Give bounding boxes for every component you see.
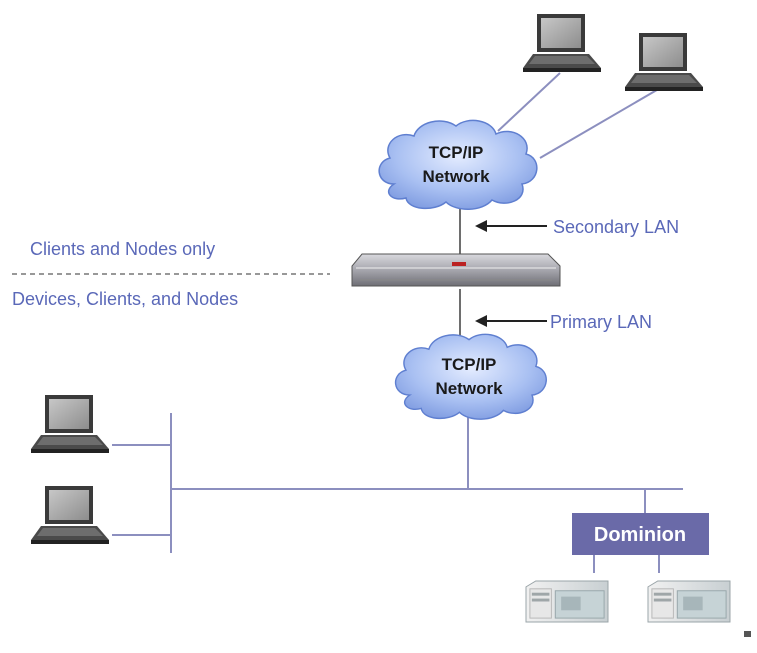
primary-lan-label: Primary LAN <box>550 312 652 332</box>
top-laptop-link-2 <box>539 86 663 159</box>
cloud-bottom-line2: Network <box>435 379 503 398</box>
top-laptop-link-1 <box>497 72 561 132</box>
laptop-top-1-icon <box>523 14 601 72</box>
server-2-icon <box>647 580 731 623</box>
laptop-top-2-icon <box>625 33 703 91</box>
server-1-icon <box>525 580 609 623</box>
primary-lan-arrow <box>475 315 547 327</box>
secondary-lan-label: Secondary LAN <box>553 217 679 237</box>
dominion-server-links <box>593 555 660 573</box>
laptop-left-1-icon <box>31 395 109 453</box>
cloud-top-line2: Network <box>422 167 490 186</box>
clients-nodes-label: Clients and Nodes only <box>30 239 215 259</box>
dominion-label: Dominion <box>594 524 686 546</box>
secondary-lan-arrow <box>475 220 547 232</box>
tcp-ip-network-cloud-top: TCP/IP Network <box>378 119 538 211</box>
main-bus <box>112 413 683 553</box>
cloud-top-line1: TCP/IP <box>429 143 484 162</box>
laptop-left-2-icon <box>31 486 109 544</box>
cloud-bottom-line1: TCP/IP <box>442 355 497 374</box>
devices-clients-nodes-label: Devices, Clients, and Nodes <box>12 289 238 309</box>
kvm-switch-device <box>351 253 561 287</box>
tcp-ip-network-cloud-bottom: TCP/IP Network <box>394 333 547 420</box>
dominion-box: Dominion <box>572 513 709 555</box>
corner-mark <box>744 631 751 637</box>
